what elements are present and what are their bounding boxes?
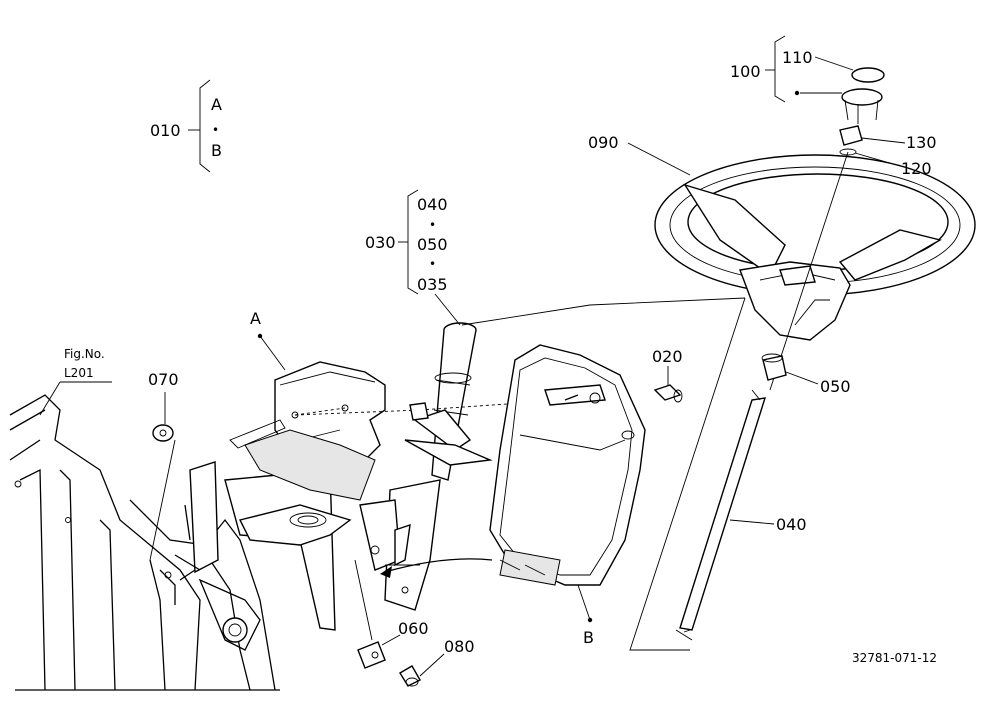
steering-shaft [675, 353, 787, 641]
label-020: 020 [652, 347, 683, 366]
label-010-dot: • [212, 123, 219, 137]
part-labels: 010 A • B 030 040 • 050 • 035 100 110 09… [64, 48, 937, 665]
steering-column [294, 322, 566, 611]
label-030-050: 050 [417, 235, 448, 254]
drawing-code: 32781-071-12 [852, 651, 937, 665]
label-030: 030 [365, 233, 396, 252]
fig-no-label: Fig.No. [64, 347, 105, 361]
assembly-arrow [380, 558, 493, 578]
label-010-a: A [211, 95, 222, 114]
label-040: 040 [776, 515, 807, 534]
label-035: 035 [417, 275, 448, 294]
label-100: 100 [730, 62, 761, 81]
label-070: 070 [148, 370, 179, 389]
label-010-b: B [211, 141, 222, 160]
label-010: 010 [150, 121, 181, 140]
leader-lines [39, 35, 906, 677]
reference-lines [461, 297, 746, 651]
frame-structure [9, 394, 352, 691]
label-110: 110 [782, 48, 813, 67]
label-090: 090 [588, 133, 619, 152]
label-130: 130 [906, 133, 937, 152]
label-030-dot1: • [429, 218, 436, 232]
label-030-040: 040 [417, 195, 448, 214]
label-060: 060 [398, 619, 429, 638]
panel-b [489, 344, 646, 586]
fig-ref-label: L201 [64, 366, 94, 380]
label-080: 080 [444, 637, 475, 656]
marker-b: B [583, 628, 594, 647]
horn-cap-parts [769, 67, 885, 391]
small-parts [149, 384, 683, 687]
label-050: 050 [820, 377, 851, 396]
steering-wheel [654, 154, 976, 341]
label-120: 120 [901, 159, 932, 178]
marker-a: A [250, 309, 261, 328]
cover-a [229, 361, 386, 501]
label-030-dot2: • [429, 257, 436, 271]
